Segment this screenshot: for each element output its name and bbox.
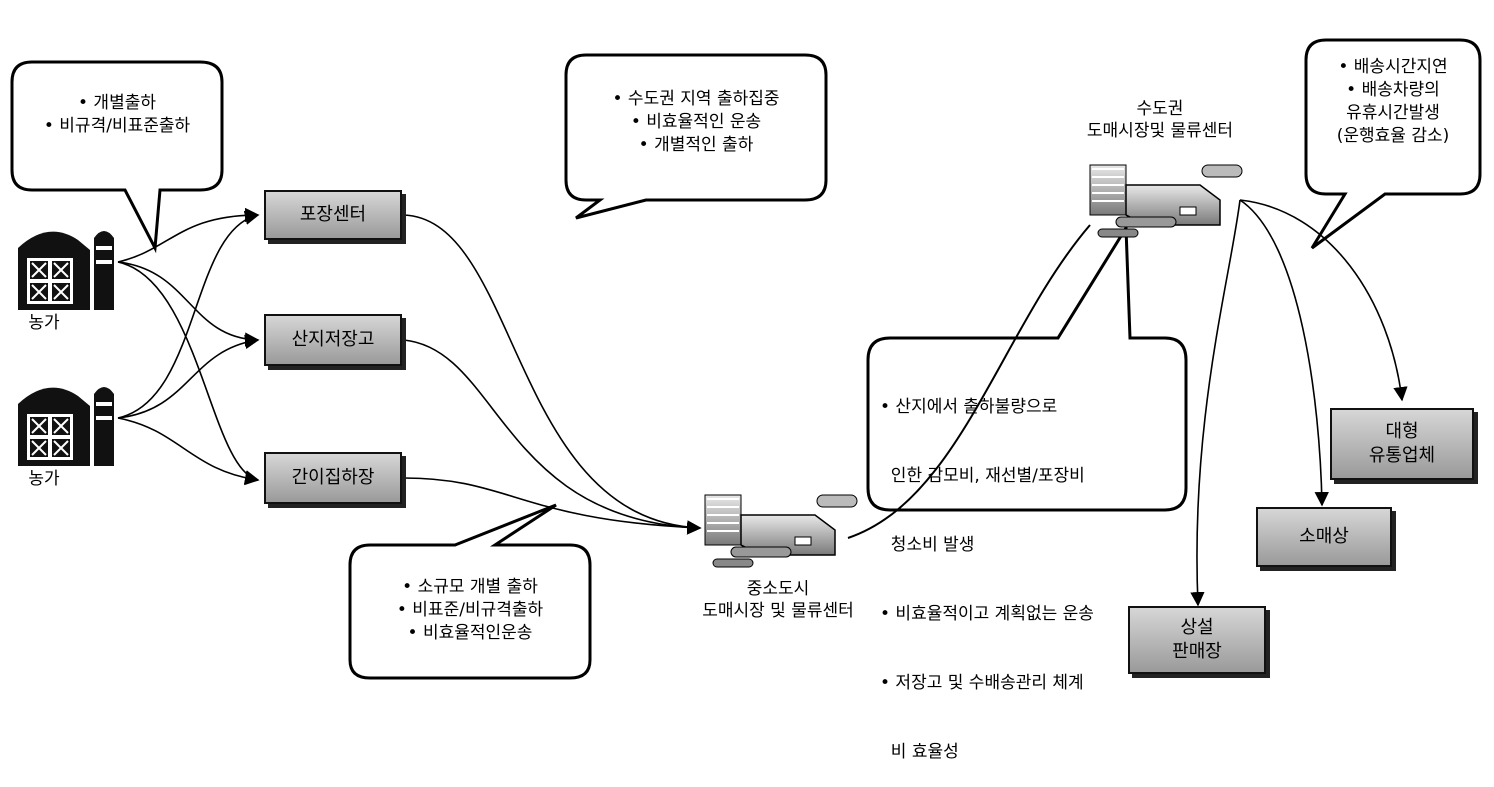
bubble-delivery-delay-shape: [1304, 38, 1482, 250]
bubble-capital-area-line-3: • 개별적인 출하: [638, 135, 754, 155]
bubble-delivery-delay: • 배송시간지연 • 배송차량의 유휴시간발생 (운행효율 감소): [1306, 56, 1480, 148]
collection-label: 간이집하장: [291, 467, 375, 488]
bubble-small-scale-shape: [348, 503, 592, 680]
retailer-box: 소매상: [1256, 507, 1392, 567]
bubble-small-scale-line-2: • 비표준/비규격출하: [396, 600, 544, 620]
bubble-capital-area-line-1: • 수도권 지역 출하집중: [612, 89, 780, 109]
bubble-logistics-cost-line-3: 청소비 발생: [880, 535, 975, 555]
farm-connections: [117, 207, 260, 486]
large-distributor-label-2: 유통업체: [1368, 445, 1436, 466]
bubble-logistics-cost-line-1: • 산지에서 출하불량으로: [880, 397, 1058, 417]
collection-box: 간이집하장: [264, 452, 402, 504]
packing-center-box: 포장센터: [264, 190, 402, 240]
small-city-hub-label: 중소도시 도매시장 및 물류센터: [668, 578, 888, 622]
storage-box: 산지저장고: [264, 314, 402, 366]
bubble-delivery-delay-line-3: 유휴시간발생: [1346, 103, 1440, 123]
bubble-capital-area-shape: [564, 53, 828, 220]
bubble-logistics-cost: • 산지에서 출하불량으로 인한 감모비, 재선별/포장비 청소비 발생 • 비…: [880, 350, 1180, 787]
bubble-delivery-delay-line-2: • 배송차량의: [1346, 80, 1440, 100]
small-city-hub-icon: [704, 494, 858, 568]
storage-label: 산지저장고: [291, 329, 375, 350]
distribution-flow-diagram: [10, 38, 1482, 680]
capital-hub-label-1: 수도권: [1136, 99, 1184, 119]
large-distributor-box: 대형 유통업체: [1330, 408, 1474, 480]
farm-barn-icon-bottom: [18, 387, 114, 466]
permanent-store-label-2: 판매장: [1172, 641, 1222, 662]
bubble-small-scale-line-3: • 비효율적인운송: [407, 623, 533, 643]
capital-to-outlet-connections: [1190, 199, 1408, 607]
bubble-logistics-cost-line-4: • 비효율적이고 계획없는 운송: [880, 604, 1094, 624]
bubble-farm-shipping-line-2: • 비규격/비표준출하: [43, 116, 191, 136]
capital-hub-icon: [1089, 164, 1243, 238]
bubble-logistics-cost-line-5: • 저장고 및 수배송관리 체계: [880, 673, 1084, 693]
permanent-store-label-1: 상설: [1180, 617, 1214, 638]
small-city-hub-label-2: 도매시장 및 물류센터: [702, 601, 854, 621]
permanent-store-box: 상설 판매장: [1128, 606, 1266, 674]
bubble-logistics-cost-line-6: 비 효율성: [880, 742, 959, 762]
capital-hub-label-2: 도매시장및 물류센터: [1086, 121, 1234, 141]
center-to-hub-connections: [403, 214, 702, 535]
bubble-capital-area-line-2: • 비효율적인 운송: [630, 112, 762, 132]
retailer-label: 소매상: [1299, 526, 1349, 547]
bubble-capital-area: • 수도권 지역 출하집중 • 비효율적인 운송 • 개별적인 출하: [566, 88, 826, 157]
small-city-hub-label-1: 중소도시: [746, 579, 810, 599]
bubble-small-scale: • 소규모 개별 출하 • 비표준/비규격출하 • 비효율적인운송: [350, 576, 590, 645]
bubble-delivery-delay-line-4: (운행효율 감소): [1336, 126, 1450, 146]
large-distributor-label-1: 대형: [1385, 421, 1419, 442]
farm-label-bottom: 농가: [28, 469, 60, 489]
bubble-logistics-cost-line-2: 인한 감모비, 재선별/포장비: [880, 466, 1085, 486]
bubble-farm-shipping-line-1: • 개별출하: [78, 93, 156, 113]
bubble-farm-shipping-shape: [10, 60, 224, 254]
hub-to-hub-connection: [847, 224, 1091, 539]
bubble-small-scale-line-1: • 소규모 개별 출하: [402, 577, 538, 597]
capital-hub-label: 수도권 도매시장및 물류센터: [1050, 98, 1270, 142]
bubble-delivery-delay-line-1: • 배송시간지연: [1338, 57, 1448, 77]
farm-barn-icon-top: [18, 231, 114, 310]
farm-label-top: 농가: [28, 313, 60, 333]
bubble-logistics-cost-shape: [866, 223, 1188, 512]
packing-center-label: 포장센터: [299, 204, 367, 225]
bubble-farm-shipping: • 개별출하 • 비규격/비표준출하: [12, 92, 222, 138]
